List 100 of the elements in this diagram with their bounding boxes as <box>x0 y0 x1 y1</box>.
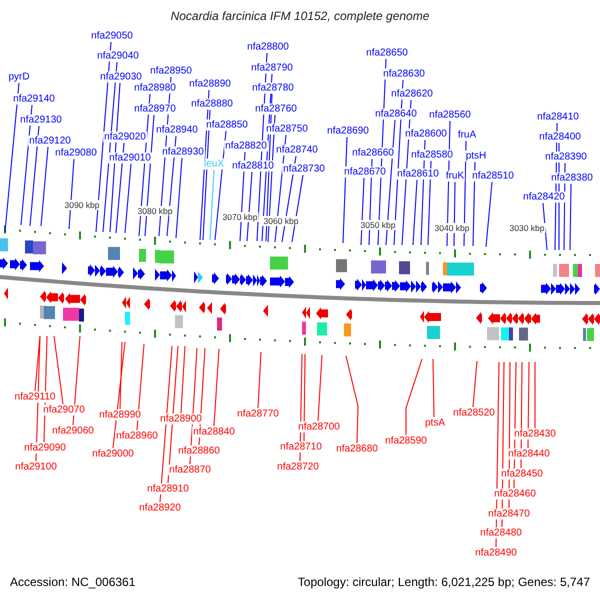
gene-label: nfa28420 <box>522 192 566 202</box>
gene-label: nfa28510 <box>471 170 515 182</box>
gene-label: nfa28860 <box>177 446 221 456</box>
leader-line <box>292 174 304 242</box>
leader-line <box>318 354 322 422</box>
gene-label: nfa28960 <box>115 430 159 442</box>
leader-line <box>406 358 422 436</box>
scale-label: 3080 kbp <box>136 206 174 216</box>
gene-label: nfa28870 <box>168 464 212 476</box>
gene-label: nfa28670 <box>343 166 387 178</box>
leader-line <box>214 130 226 240</box>
leader-line <box>136 344 144 430</box>
gene-label: nfa28410 <box>536 112 580 122</box>
gene-label: nfa29000 <box>91 448 135 460</box>
gene-label: nfa28770 <box>236 408 280 420</box>
gene-label: nfa28720 <box>276 462 320 472</box>
gene-label: nfa29120 <box>28 136 72 146</box>
gene-label: nfa28460 <box>493 488 537 500</box>
gene-label: nfa28680 <box>335 444 379 454</box>
leader-line <box>304 354 306 442</box>
scale-label: 3060 kbp <box>262 216 300 226</box>
gene-label: fruA <box>456 130 478 140</box>
gene-label: nfa28450 <box>500 468 544 480</box>
leader-line <box>432 358 434 418</box>
leader-line <box>428 160 432 246</box>
gene-label: fruK <box>444 170 466 182</box>
gene-label: nfa28850 <box>205 120 249 130</box>
gene-label: nfa28430 <box>513 428 557 440</box>
gene-label: nfa28790 <box>250 62 294 74</box>
gene-label: nfa28620 <box>390 88 434 100</box>
leader-line <box>412 180 418 246</box>
gene-label: nfa28490 <box>474 548 518 558</box>
gene-label: nfa28710 <box>279 442 323 452</box>
gene-label: nfa29060 <box>51 426 95 436</box>
gene-label: nfa28730 <box>282 164 326 174</box>
gene-label: nfa28740 <box>275 144 319 156</box>
leader-line <box>54 336 64 404</box>
leader-line <box>68 158 74 230</box>
leader-line <box>346 356 358 444</box>
gene-label: nfa28380 <box>550 172 594 184</box>
scale-label: 3090 kbp <box>64 200 100 210</box>
gene-label: nfa28470 <box>487 508 531 520</box>
gene-label: leuX <box>203 158 225 170</box>
leader-line <box>360 178 364 246</box>
scale-label: 3050 kbp <box>360 220 396 230</box>
gene-label: nfa28660 <box>351 148 395 158</box>
gene-label: nfa28760 <box>254 104 298 114</box>
gene-label: nfa29010 <box>108 152 152 164</box>
leader-line <box>210 170 214 240</box>
gene-label: nfa28880 <box>190 98 234 110</box>
gene-label: nfa28480 <box>479 528 523 538</box>
leader-line <box>30 126 40 226</box>
gene-label: nfa28970 <box>133 104 177 114</box>
scale-label: 3030 kbp <box>508 223 546 233</box>
scale-label: 3070 kbp <box>222 212 258 222</box>
title: Nocardia farcinica IFM 10152, complete genome <box>170 9 430 23</box>
gene-label: nfa28900 <box>159 414 203 424</box>
leader-line <box>120 342 122 410</box>
gene-label: nfa28980 <box>133 82 177 94</box>
leader-line <box>486 182 492 248</box>
leader-line <box>180 346 186 414</box>
gene-label: nfa28950 <box>149 66 193 76</box>
leader-line <box>464 140 466 246</box>
gene-label: ptsA <box>424 418 446 428</box>
gene-label: nfa28940 <box>155 124 199 136</box>
gene-label: nfa28600 <box>404 128 448 140</box>
leader-line <box>472 162 476 246</box>
gene-label: ptsH <box>464 150 488 162</box>
leader-line <box>124 164 132 234</box>
gene-label: nfa28630 <box>382 68 426 80</box>
gene-label: nfa29130 <box>19 114 63 126</box>
gene-label: nfa28400 <box>538 132 582 142</box>
gene-label: nfa28990 <box>98 410 142 420</box>
gene-label: nfa28590 <box>384 436 428 446</box>
gene-label: nfa28750 <box>265 124 309 134</box>
gene-label: nfa28580 <box>410 150 454 160</box>
gene-label: nfa28610 <box>396 168 440 180</box>
leader-line <box>40 146 48 226</box>
gene-label: nfa29030 <box>99 72 143 82</box>
leader-line <box>72 336 80 426</box>
gene-label: pyrD <box>7 72 31 82</box>
gene-label: nfa28640 <box>374 108 418 120</box>
gene-label: nfa28780 <box>251 82 295 94</box>
gene-label: nfa29040 <box>96 50 140 62</box>
gene-label: nfa28440 <box>507 448 551 460</box>
leader-line <box>116 142 124 234</box>
gene-label: nfa29100 <box>14 462 58 472</box>
gene-label: nfa28930 <box>161 146 205 158</box>
gene-label: nfa29050 <box>90 30 134 42</box>
leader-line <box>110 82 120 232</box>
scale-label: 3040 kbp <box>434 223 470 233</box>
footer-text: Topology: circular; Length: 6,021,225 bp; Genes: 5,747 <box>298 575 590 589</box>
gene-label: nfa29090 <box>23 442 67 454</box>
gene-label: nfa28390 <box>544 152 588 162</box>
leader-line <box>528 362 530 448</box>
leader-line <box>570 184 572 250</box>
leader-line <box>246 172 252 242</box>
footer-text: Accession: NC_006361 <box>10 575 136 589</box>
leader-line <box>534 362 536 428</box>
gene-label: nfa29080 <box>54 148 98 158</box>
